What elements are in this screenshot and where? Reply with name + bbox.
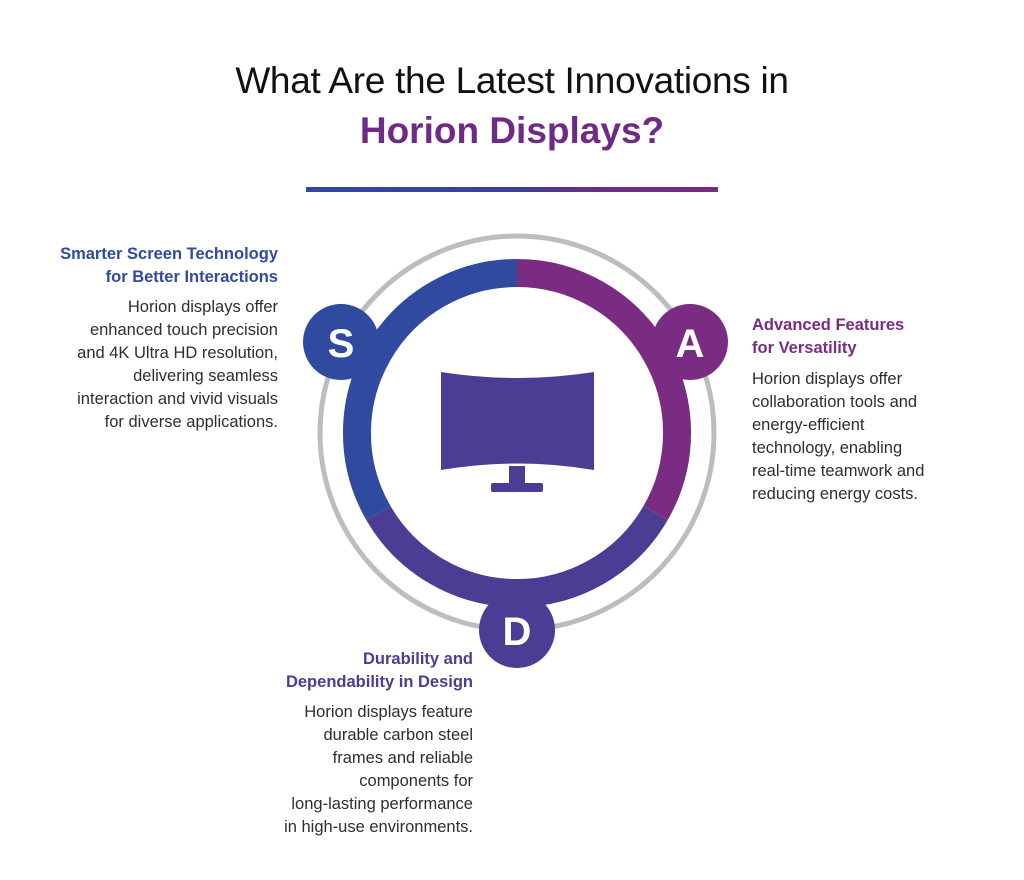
badge-d: D [479,592,555,668]
curved-monitor-icon [441,372,594,492]
section-d-body-line: long-lasting performance [291,795,473,813]
section-d-heading-line2: Dependability in Design [285,673,473,691]
badge-a: A [652,304,728,380]
section-s-body-line: and 4K Ultra HD resolution, [77,344,278,362]
section-d-heading: Durability and Dependability in Design [215,648,473,694]
section-d-body-line: Horion displays feature [304,703,473,721]
page-title-highlight: Horion Displays? [359,110,665,151]
section-s-body-line: enhanced touch precision [89,321,278,339]
title-divider [306,187,718,192]
section-d-heading-line1: Durability and [362,650,473,668]
section-a-heading-line2: for Versatility [752,339,857,357]
section-a-body-line: real-time teamwork and [752,462,925,480]
section-s-body-line: interaction and vivid visuals [77,390,278,408]
section-a-body: Horion displays offer collaboration tool… [752,368,1012,506]
badge-s-letter: S [328,322,355,366]
section-a-heading-line1: Advanced Features [752,316,905,334]
section-d-body-line: components for [359,772,473,790]
badge-s: S [303,304,379,380]
ring-segment-d [366,505,668,608]
badge-a-letter: A [676,322,705,366]
section-d-body-line: durable carbon steel [323,726,473,744]
section-s-heading: Smarter Screen Technology for Better Int… [20,243,278,289]
section-d-body-line: in high-use environments. [284,818,473,836]
section-a-body-line: reducing energy costs. [752,485,919,503]
section-a-body-line: Horion displays offer [752,370,903,388]
section-a-body-line: collaboration tools and [752,393,918,411]
section-s-heading-line2: for Better Interactions [105,268,278,286]
section-s-body: Horion displays offer enhanced touch pre… [20,296,278,434]
section-s-heading-line1: Smarter Screen Technology [60,245,278,263]
section-a-heading: Advanced Features for Versatility [752,314,1012,360]
badge-d-letter: D [503,610,532,654]
section-d-body-line: frames and reliable [332,749,473,767]
section-s-body-line: delivering seamless [133,367,278,385]
section-d-body: Horion displays feature durable carbon s… [215,701,473,839]
section-s-body-line: Horion displays offer [127,298,278,316]
section-a-body-line: technology, enabling [752,439,903,457]
section-a-body-line: energy-efficient [752,416,865,434]
section-s-body-line: for diverse applications. [104,413,278,431]
ring-segment-s [342,259,518,520]
page-title: What Are the Latest Innovations in [235,60,789,101]
